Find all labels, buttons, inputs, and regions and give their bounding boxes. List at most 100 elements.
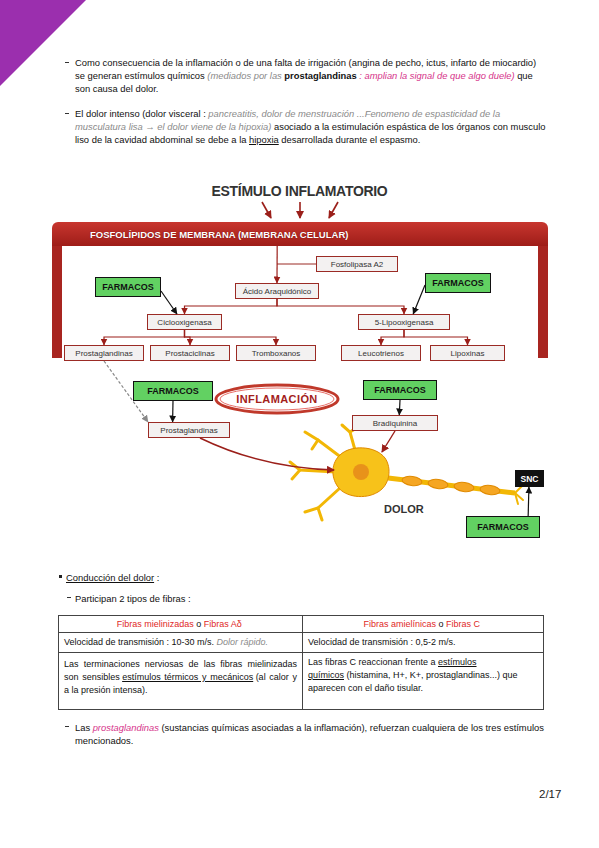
myelin-segment <box>480 484 501 495</box>
note-paragraph: El dolor intenso (dolor visceral :pancre… <box>75 107 547 146</box>
text-run: DOLOR <box>384 503 424 515</box>
product-box: Leucotrienos <box>341 345 421 361</box>
ellipse-inner <box>220 388 334 410</box>
product-box: Lipoxinas <box>430 345 505 361</box>
node-label: Bradiquinina <box>373 419 417 428</box>
node-label: Prostaglandinas <box>160 426 217 435</box>
text-run: 2/17 <box>539 788 561 800</box>
node-label: Ácido Araquidónico <box>243 287 312 296</box>
node-label: Fosfolipasa A2 <box>331 260 383 269</box>
note-paragraph: Como consecuencia de la inflamación o de… <box>75 56 547 95</box>
node-label: SNC <box>521 474 539 484</box>
membrane-side <box>538 240 548 358</box>
node-label: 5-Lipooxigenasa <box>375 318 434 327</box>
node-label: Prostaglandinas <box>75 349 132 358</box>
table-cell: Las fibras C reaccionan frente aestímulo… <box>302 652 544 710</box>
enzyme-box: Fosfolipasa A2 <box>316 256 398 272</box>
text-run: Las <box>75 722 90 733</box>
text-run: (mediados por las <box>207 70 282 81</box>
stimulus-arrows <box>262 202 338 218</box>
page-number: 2/17 <box>539 788 564 800</box>
stimulus-arrow <box>382 431 395 452</box>
node-label: FARMACOS <box>102 282 154 292</box>
text-run: El dolor intenso (dolor visceral : <box>75 108 206 119</box>
stimulus-arrow <box>200 438 334 470</box>
dendrite <box>312 440 318 449</box>
text-run: Velocidad de transmisión : 0,5-2 m/s. <box>308 637 456 647</box>
product-box: Prostaciclinas <box>150 345 230 361</box>
node-label: FARMACOS <box>374 385 426 395</box>
stimulus-arrow <box>329 202 338 218</box>
text-run: Velocidad de transmisión : 10-30 m/s. <box>64 637 214 647</box>
dendrite <box>305 432 342 458</box>
text-run: Fibras mielinizadas <box>117 619 194 629</box>
neuron-illustration <box>290 425 523 520</box>
node-label: Prostaciclinas <box>165 349 214 358</box>
text-run: Conducción del dolor <box>66 572 154 583</box>
connector <box>528 487 530 516</box>
bullet-square <box>59 575 62 578</box>
myelin-segment <box>402 475 423 486</box>
bullet-dash <box>65 726 69 727</box>
connector <box>277 299 404 314</box>
note-paragraph: Participan 2 tipos de fibras : <box>75 592 193 605</box>
node-label: Ciclooxigenasa <box>157 318 211 327</box>
cns-box: SNC <box>515 470 544 487</box>
membrane-band: FOSFOLÍPIDOS DE MEMBRANA (MEMBRANA CELUL… <box>52 222 548 246</box>
drug-box: FARMACOS <box>95 277 161 297</box>
text-run: o <box>439 619 444 629</box>
text-run: prostaglandinas <box>284 70 356 81</box>
dendrite <box>292 470 300 479</box>
connector <box>172 401 174 422</box>
text-run: Fibras C <box>446 619 480 629</box>
drug-box: FARMACOS <box>363 380 437 400</box>
membrane-side <box>52 240 62 358</box>
terminal-branch <box>515 486 522 493</box>
connector <box>413 285 425 314</box>
text-run: : <box>157 572 160 583</box>
dendrite <box>318 508 322 520</box>
table-header-cell: Fibras amielínicasoFibras C <box>302 615 544 633</box>
connector <box>185 299 278 314</box>
node-label: Lipoxinas <box>451 349 485 358</box>
dendrite <box>305 488 340 512</box>
node-label: FOSFOLÍPIDOS DE MEMBRANA (MEMBRANA CELUL… <box>90 229 348 240</box>
node-label: Leucotrienos <box>358 349 404 358</box>
node-label: FARMACOS <box>432 278 484 288</box>
table-cell: Las terminaciones nerviosas de las fibra… <box>58 652 303 710</box>
node-label: FARMACOS <box>147 386 199 396</box>
diagram-title: ESTÍMULO INFLAMATORIO <box>0 183 599 199</box>
corner-triangle <box>0 0 86 86</box>
connector <box>161 291 177 314</box>
mediator-box: Prostaglandinas <box>148 422 230 438</box>
table-cell: Velocidad de transmisión : 10-30 m/s.Dol… <box>58 632 303 653</box>
enzyme-leader <box>277 264 316 265</box>
axon-terminal <box>515 486 523 504</box>
connector <box>185 330 191 345</box>
bullet-dash <box>65 113 69 114</box>
text-run: prostaglandinas <box>93 722 159 733</box>
node-label: Tromboxanos <box>252 349 301 358</box>
table-header-cell: Fibras mielinizadasoFibras Aδ <box>58 615 303 633</box>
product-box: Prostaglandinas <box>64 345 144 361</box>
stimulus-arrow <box>262 202 271 218</box>
text-run: Dolor rápido. <box>217 637 269 647</box>
text-run: Fibras amielínicas <box>364 619 437 629</box>
myelin-segment <box>428 478 449 489</box>
bullet-dash <box>67 597 71 598</box>
node-label: FARMACOS <box>477 522 529 532</box>
text-run: desarrollada durante el espasmo. <box>281 134 420 145</box>
illustration-label: DOLOR <box>384 503 427 515</box>
table-cell: Velocidad de transmisión : 0,5-2 m/s. <box>302 632 544 653</box>
enzyme-box: 5-Lipooxigenasa <box>358 314 450 330</box>
inflammation-ellipse: INFLAMACIÓN <box>214 383 340 415</box>
ellipse-stroke <box>216 385 338 413</box>
bullet-dash <box>65 62 69 63</box>
process-box: Ácido Araquidónico <box>235 283 319 299</box>
connector <box>381 330 404 345</box>
drug-box: FARMACOS <box>133 381 213 401</box>
section-heading: Conducción del dolor: <box>66 571 162 584</box>
connector <box>276 246 277 283</box>
drug-box: FARMACOS <box>425 273 491 293</box>
